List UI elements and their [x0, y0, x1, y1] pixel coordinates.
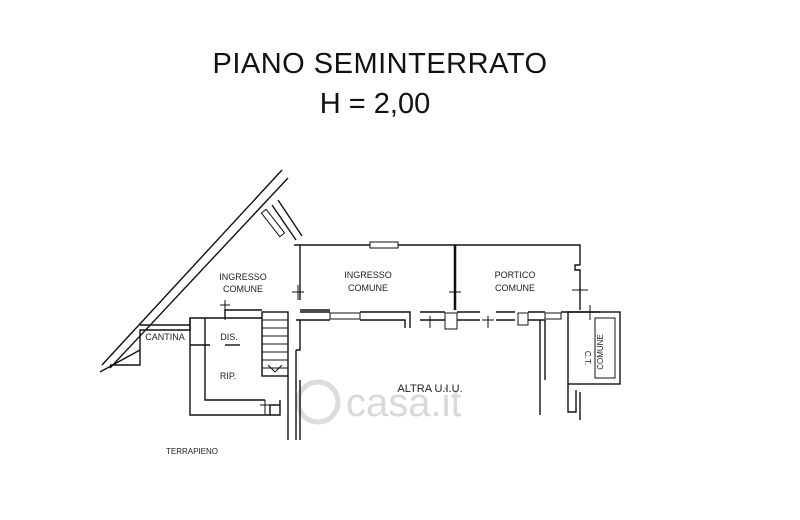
- plan-title: PIANO SEMINTERRATO: [212, 48, 548, 80]
- watermark: casa.it: [295, 379, 462, 425]
- room-label-ct-a: C.T.: [583, 351, 592, 365]
- room-label-ct-b: COMUNE: [596, 334, 605, 370]
- height-label: H = 2,00: [319, 88, 431, 120]
- room-label-terrapieno: TERRAPIENO: [166, 447, 218, 456]
- room-label-ingresso-2a: INGRESSO: [344, 270, 392, 280]
- room-label-portico-b: COMUNE: [495, 283, 535, 293]
- walls: [99, 169, 621, 440]
- room-label-ingresso-1a: INGRESSO: [219, 272, 267, 282]
- room-label-rip: RIP.: [220, 371, 236, 381]
- room-label-altra-uiu: ALTRA U.I.U.: [397, 383, 462, 395]
- watermark-text: casa.it: [346, 381, 462, 425]
- room-label-portico-a: PORTICO: [495, 270, 536, 280]
- room-label-ingresso-1b: COMUNE: [223, 284, 263, 294]
- door-markers: [220, 284, 596, 415]
- room-label-ingresso-2b: COMUNE: [348, 283, 388, 293]
- room-label-cantina: CANTINA: [145, 332, 185, 342]
- room-label-dis: DIS.: [220, 332, 238, 342]
